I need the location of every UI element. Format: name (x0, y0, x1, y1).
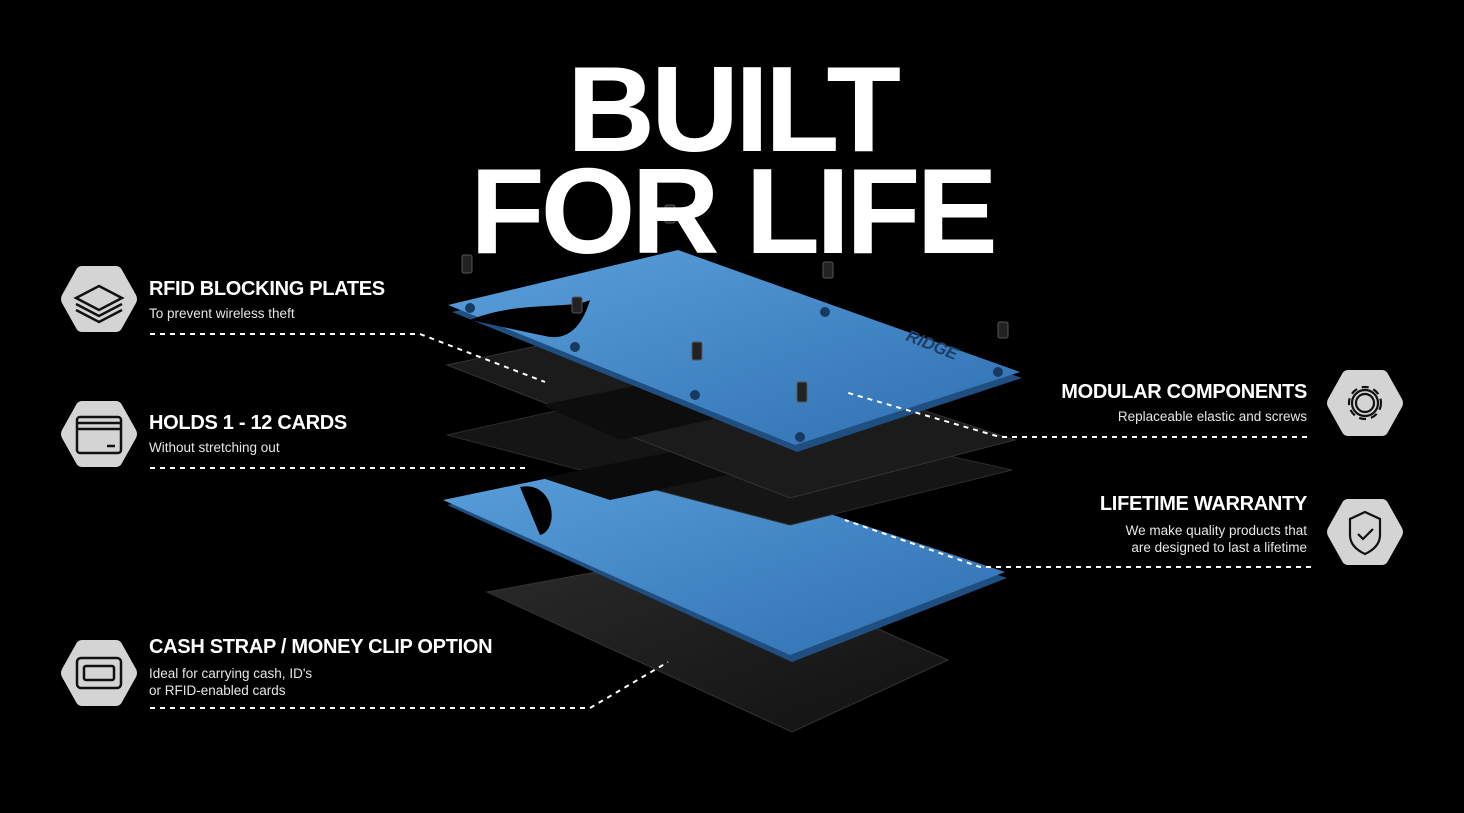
cash-strap-icon (61, 640, 137, 706)
feature-title: CASH STRAP / MONEY CLIP OPTION (149, 636, 493, 658)
feature-modular: MODULAR COMPONENTS Replaceable elastic a… (1061, 381, 1307, 425)
layers-icon (61, 266, 137, 332)
headline-line-1: BUILT (566, 41, 901, 177)
feature-warranty: LIFETIME WARRANTY We make quality produc… (1100, 493, 1307, 556)
feature-cash-strap: CASH STRAP / MONEY CLIP OPTION Ideal for… (149, 636, 493, 699)
feature-desc: To prevent wireless theft (149, 306, 295, 321)
cards-icon (61, 401, 137, 467)
shield-check-icon (1327, 499, 1403, 565)
feature-title: MODULAR COMPONENTS (1061, 381, 1307, 403)
lower-blue-plate (443, 456, 1007, 662)
feature-rfid-blocking: RFID BLOCKING PLATES To prevent wireless… (149, 278, 385, 322)
gear-icon (1327, 370, 1403, 436)
feature-desc: Replaceable elastic and screws (1117, 409, 1307, 424)
feature-title: RFID BLOCKING PLATES (149, 278, 385, 300)
feature-desc: Without stretching out (149, 440, 280, 455)
screws (461, 204, 1009, 403)
feature-card-capacity: HOLDS 1 - 12 CARDS Without stretching ou… (149, 412, 347, 456)
feature-title: HOLDS 1 - 12 CARDS (149, 412, 347, 434)
headline-line-2: FOR LIFE (470, 143, 998, 279)
leader-lines (150, 333, 1311, 709)
feature-title: LIFETIME WARRANTY (1099, 493, 1307, 515)
